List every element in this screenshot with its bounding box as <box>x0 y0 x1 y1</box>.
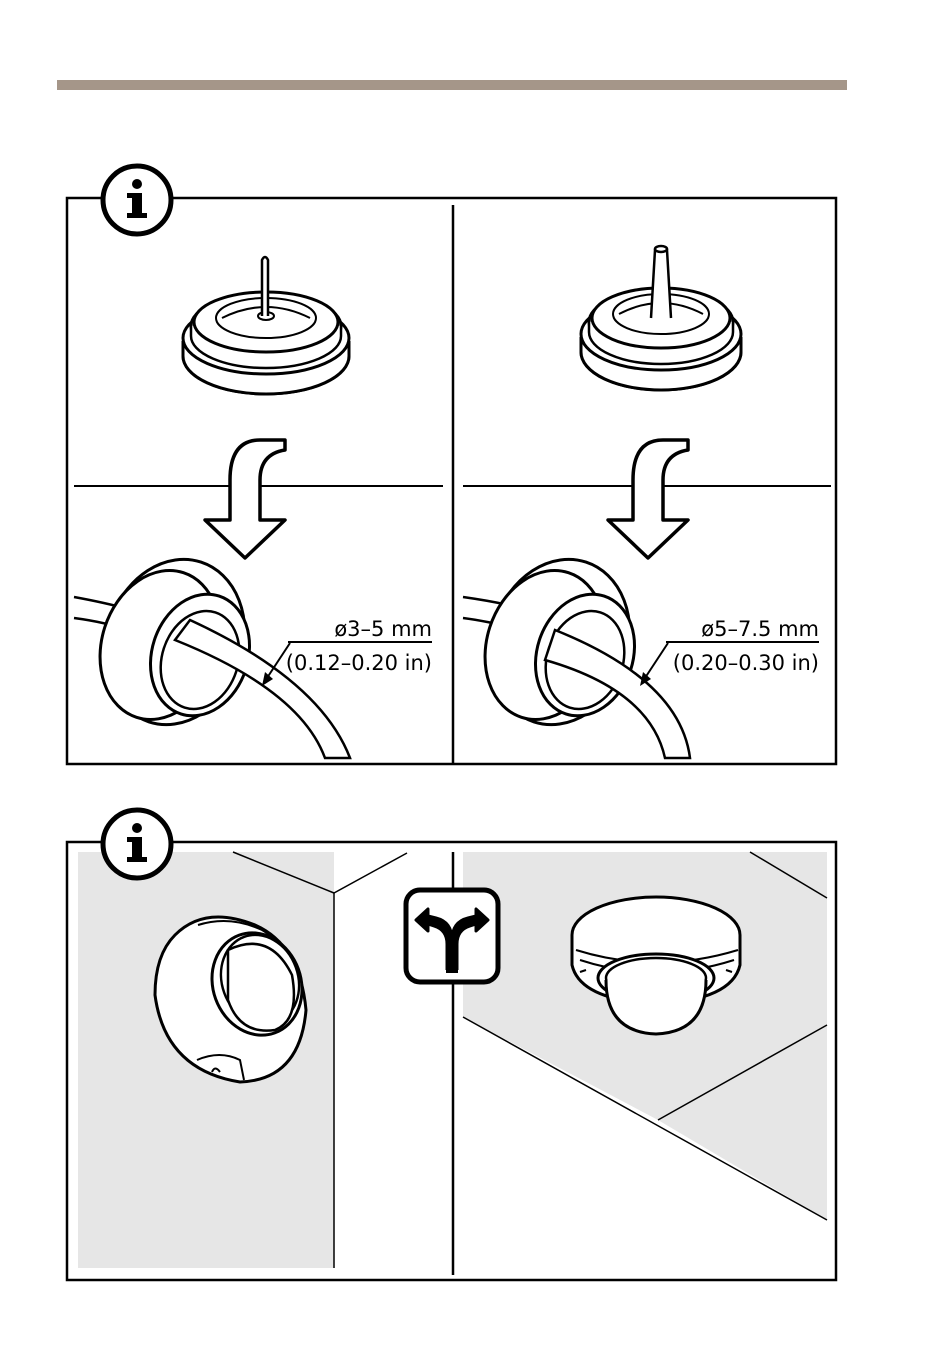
small-grommet-diameter-mm: ø3–5 mm <box>334 617 432 641</box>
info-icon <box>103 810 171 878</box>
large-grommet-diameter-in: (0.20–0.30 in) <box>673 651 819 675</box>
small-grommet-top-view <box>183 257 349 394</box>
small-grommet-dimension: ø3–5 mm (0.12–0.20 in) <box>262 617 432 686</box>
split-arrow-icon <box>406 890 498 982</box>
large-grommet-dimension: ø5–7.5 mm (0.20–0.30 in) <box>640 617 819 686</box>
curved-down-arrow-icon <box>608 440 688 558</box>
large-grommet-diameter-mm: ø5–7.5 mm <box>701 617 819 641</box>
large-grommet-top-view <box>581 246 741 390</box>
cable-grommet-frame: ø3–5 mm (0.12–0.20 in) ø5–7.5 mm (0.20–0… <box>67 166 836 764</box>
small-grommet-diameter-in: (0.12–0.20 in) <box>286 651 432 675</box>
mounting-options-frame <box>67 810 836 1280</box>
small-grommet-with-cable <box>74 541 350 758</box>
curved-down-arrow-icon <box>205 440 285 558</box>
large-grommet-with-cable <box>463 541 690 758</box>
info-icon <box>103 166 171 234</box>
